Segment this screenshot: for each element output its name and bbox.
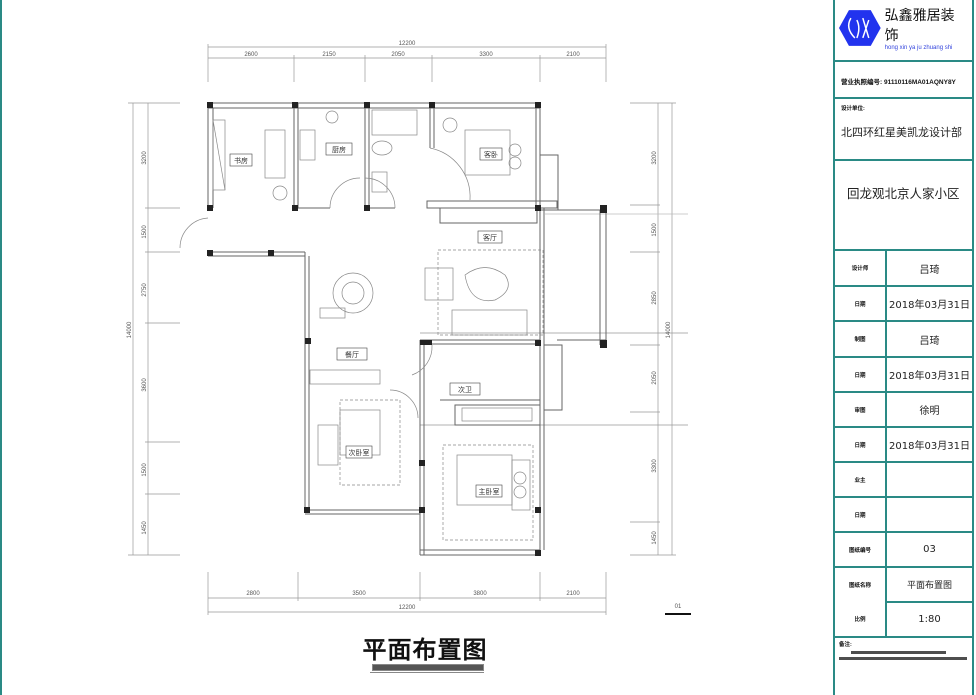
- bottom-dim: 2100: [566, 591, 580, 597]
- brand-row: 弘鑫雅居装饰 hong xin ya ju zhuang shi: [835, 0, 972, 62]
- row-value: [887, 463, 972, 496]
- row-label: 日期: [835, 428, 887, 461]
- structural-columns: [207, 102, 607, 556]
- license-number: 91110116MA01AQNY8Y: [883, 79, 956, 86]
- drafter-row: 制图 吕琦: [835, 322, 972, 358]
- left-dim: 1500: [142, 225, 148, 239]
- room-label-kitchen: 厨房: [332, 145, 346, 154]
- drawing-number-row: 图纸编号 03: [835, 533, 972, 568]
- designer-row: 设计师 吕琦: [835, 251, 972, 287]
- date-row: 日期: [835, 498, 972, 533]
- top-dimensions: [207, 44, 607, 82]
- walls: [207, 102, 607, 556]
- brand-name: 弘鑫雅居装饰: [884, 8, 955, 44]
- room-label-dining-room: 餐厅: [345, 350, 359, 359]
- left-dim: 1450: [142, 521, 148, 535]
- room-label-guest-bedroom: 客卧: [484, 150, 498, 159]
- right-dim: 3200: [652, 151, 658, 165]
- room-label-living-room: 客厅: [483, 233, 497, 242]
- row-value: 2018年03月31日: [889, 371, 970, 382]
- company-logo-icon: [839, 10, 881, 46]
- notes-section: 备注:: [839, 640, 968, 663]
- furniture: [179, 109, 544, 541]
- project-row: 回龙观北京人家小区: [835, 161, 972, 251]
- scale-value: 1:80: [918, 614, 941, 625]
- row-label: 业主: [835, 463, 887, 496]
- row-value: 吕琦: [919, 264, 940, 276]
- row-label: 日期: [835, 287, 887, 320]
- row-value: 徐明: [919, 406, 940, 417]
- top-dim: 2150: [322, 52, 336, 58]
- row-label: 日期: [835, 498, 887, 531]
- row-value: 2018年03月31日: [889, 300, 970, 311]
- room-label-master-bedroom: 主卧室: [479, 487, 500, 496]
- license-label: 营业执照编号:: [841, 79, 883, 86]
- drawing-name: 平面布置图: [887, 568, 972, 603]
- right-dim: 1450: [652, 531, 658, 545]
- left-dim: 3600: [142, 378, 148, 392]
- scale-label: 比例: [835, 602, 887, 636]
- license-row: 营业执照编号: 91110116MA01AQNY8Y: [835, 62, 972, 99]
- row-label: 图纸编号: [835, 533, 887, 566]
- floor-plan: 12200 2600 2150 2050 3300 2100 2800 3500…: [127, 41, 691, 615]
- row-value: [887, 498, 972, 531]
- design-unit-label: 设计单位:: [841, 106, 865, 112]
- right-dim-labels: 3200 1500 2850 2050 3300 1450 14000: [652, 151, 672, 545]
- title-underline-thin: [370, 672, 484, 673]
- bottom-dimensions: [207, 572, 607, 615]
- scale-mark-label: 01: [675, 604, 682, 610]
- right-dimensions: [420, 102, 688, 556]
- left-total-dim: 14000: [127, 321, 133, 338]
- bottom-dim: 3500: [352, 591, 366, 597]
- right-dim: 2850: [652, 291, 658, 305]
- owner-row: 业主: [835, 463, 972, 498]
- row-value: 03: [923, 544, 936, 555]
- room-label-secondary-bedroom: 次卧室: [349, 448, 370, 457]
- top-dim: 2050: [391, 52, 405, 58]
- bottom-dim: 3800: [473, 591, 487, 597]
- design-unit-row: 设计单位: 北四环红星美凯龙设计部: [835, 99, 972, 161]
- right-dim: 1500: [652, 223, 658, 237]
- row-value: 吕琦: [919, 335, 940, 347]
- notes-text-line: [851, 651, 946, 654]
- left-dim: 3200: [142, 151, 148, 165]
- project-name: 回龙观北京人家小区: [847, 186, 960, 201]
- top-total-dim: 12200: [399, 41, 416, 47]
- viewport-edge: [0, 0, 2, 695]
- title-underline: [372, 664, 484, 671]
- bottom-dim: 2800: [246, 591, 260, 597]
- row-label: 设计师: [835, 251, 887, 285]
- room-labels: 书房 厨房 客卧 客厅 餐厅 次卫 次卧室 主卧室: [229, 142, 503, 498]
- drawing-name-scale-row: 图纸名称 比例 平面布置图 1:80: [835, 568, 972, 638]
- top-dim: 2600: [244, 52, 258, 58]
- drawing-name-label: 图纸名称: [835, 568, 887, 602]
- left-dim: 2750: [142, 283, 148, 297]
- drawing-title: 平面布置图: [362, 635, 488, 664]
- left-dim-labels: 3200 1500 2750 3600 1500 1450 14000: [127, 151, 148, 535]
- notes-text-line: [839, 657, 967, 660]
- title-block: 弘鑫雅居装饰 hong xin ya ju zhuang shi 营业执照编号:…: [833, 0, 974, 695]
- right-dim: 3300: [652, 459, 658, 473]
- top-dim: 2100: [566, 52, 580, 58]
- notes-label: 备注:: [839, 642, 852, 648]
- row-label: 审图: [835, 393, 887, 426]
- scale-bar: [665, 613, 691, 615]
- left-dimensions: [128, 102, 180, 556]
- top-dim: 3300: [479, 52, 493, 58]
- row-label: 制图: [835, 322, 887, 356]
- right-total-dim: 14000: [666, 321, 672, 338]
- brand-pinyin: hong xin ya ju zhuang shi: [884, 45, 953, 51]
- room-label-study: 书房: [234, 156, 248, 165]
- left-dim: 1500: [142, 463, 148, 477]
- room-label-secondary-bath: 次卫: [458, 385, 472, 394]
- reviewer-row: 审图 徐明: [835, 393, 972, 428]
- design-unit: 北四环红星美凯龙设计部: [841, 126, 962, 139]
- bottom-total-dim: 12200: [399, 605, 416, 611]
- row-label: 日期: [835, 358, 887, 391]
- right-dim: 2050: [652, 371, 658, 385]
- row-value: 2018年03月31日: [889, 441, 970, 452]
